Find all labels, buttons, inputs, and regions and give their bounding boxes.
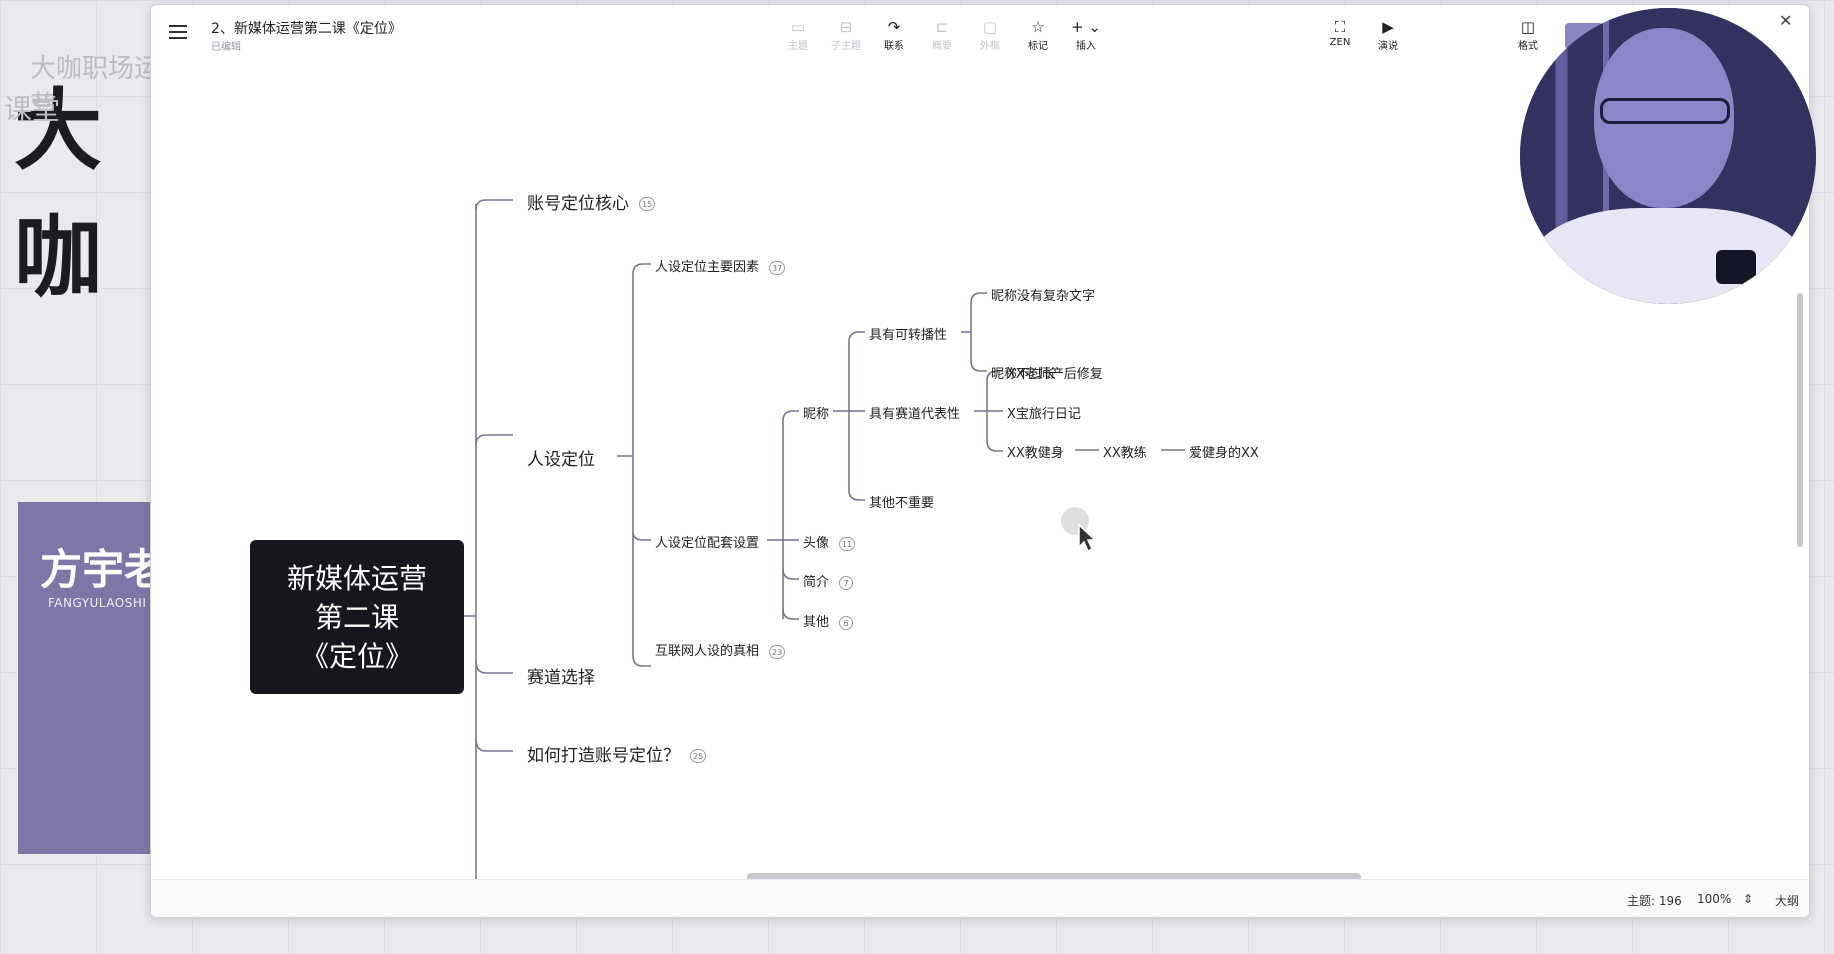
background-brand: 大咖职场运营 大咖 课堂 bilibili [0,0,378,309]
relationship-button[interactable]: ↷联系 [871,17,917,52]
webcam-overlay [1520,8,1816,304]
count-badge[interactable]: 25 [690,749,707,763]
topic-fitness-teaching[interactable]: XX教健身 [1007,446,1064,461]
topic-nickname[interactable]: 昵称 [803,407,830,422]
topic-persona-settings[interactable]: 人设定位配套设置 [655,536,760,551]
topic-nickname-not-long[interactable]: 昵称不过长 [991,367,1057,382]
marker-button[interactable]: ☆标记 [1015,17,1061,52]
topic-fitness-lover[interactable]: 爱健身的XX [1189,446,1259,461]
document-title: 2、新媒体运营第二课《定位》 [211,21,402,37]
topic-persona-positioning[interactable]: 人设定位 [527,450,595,470]
count-badge[interactable]: 11 [839,536,856,551]
count-badge[interactable]: 23 [769,644,786,659]
fullscreen-icon: ⛶ [1334,18,1346,36]
vertical-scrollbar[interactable] [1797,293,1803,547]
topic-postpartum-repair[interactable]: XX老师产后修复 [1007,367,1103,382]
presenter-face [1594,28,1734,208]
mouse-cursor-icon [1061,507,1097,551]
topic-track-representative[interactable]: 具有赛道代表性 [869,407,961,422]
count-badge[interactable]: 37 [769,260,786,275]
document-status: 已编辑 [211,42,241,53]
zen-button[interactable]: ⛶ZEN [1317,17,1363,48]
topic-others-unimportant[interactable]: 其他不重要 [869,496,935,511]
presenter-pinyin: FANGYULAOSHI [48,596,147,610]
zoom-level[interactable]: 100% [1697,892,1732,906]
star-icon: ☆ [1031,18,1045,36]
brand-small-text: 大咖职场运营 [30,54,161,121]
count-badge[interactable]: 15 [639,197,656,211]
subtopic-button[interactable]: ⊟子主题 [823,17,869,52]
topic-no-complex-chars[interactable]: 昵称没有复杂文字 [991,289,1096,304]
topic-spreadable[interactable]: 具有可转播性 [869,328,948,343]
microphone-icon [1716,250,1756,284]
relationship-icon: ↷ [887,18,901,36]
brand-big-text: 大咖 [14,79,103,309]
zoom-stepper-icon[interactable]: ⇕ [1743,892,1754,906]
play-icon: ▶ [1382,18,1394,36]
horizontal-scrollbar[interactable] [747,873,1361,881]
summary-icon: ⊏ [935,18,949,36]
glasses [1600,98,1730,124]
count-badge[interactable]: 6 [839,615,854,630]
summary-button[interactable]: ⊏概要 [919,17,965,52]
topic-icon: ▭ [790,18,806,36]
topic-travel-diary[interactable]: X宝旅行日记 [1007,407,1081,422]
plus-icon: + ⌄ [1071,18,1101,36]
hamburger-menu-icon[interactable] [169,25,187,39]
subtopic-icon: ⊟ [839,18,853,36]
root-topic[interactable]: 新媒体运营 第二课 《定位》 [250,540,464,694]
topic-count: 主题: 196 [1627,894,1682,908]
count-badge[interactable]: 7 [839,575,854,590]
presenter-card: 方宇老 FANGYULAOSHI [18,502,168,854]
topic-coach[interactable]: XX教练 [1103,446,1147,461]
topic-build-account-positioning[interactable]: 如何打造账号定位？25 [527,741,707,766]
presenter-shirt [1530,208,1806,304]
mindmap-connectors [464,199,1185,879]
brand-small-text-2: 课堂 [4,93,61,126]
topic-button[interactable]: ▭主题 [775,17,821,52]
boundary-icon: ▢ [982,18,998,36]
topic-track-selection[interactable]: 赛道选择 [527,668,595,688]
status-bar: 主题: 196 100% ⇕ 大纲 [151,879,1809,917]
present-button[interactable]: ▶演说 [1365,17,1411,52]
outline-button[interactable]: 大纲 [1775,894,1800,908]
presenter-name: 方宇老 [40,545,167,594]
insert-button[interactable]: + ⌄插入 [1063,17,1109,52]
boundary-button[interactable]: ▢外框 [967,17,1013,52]
